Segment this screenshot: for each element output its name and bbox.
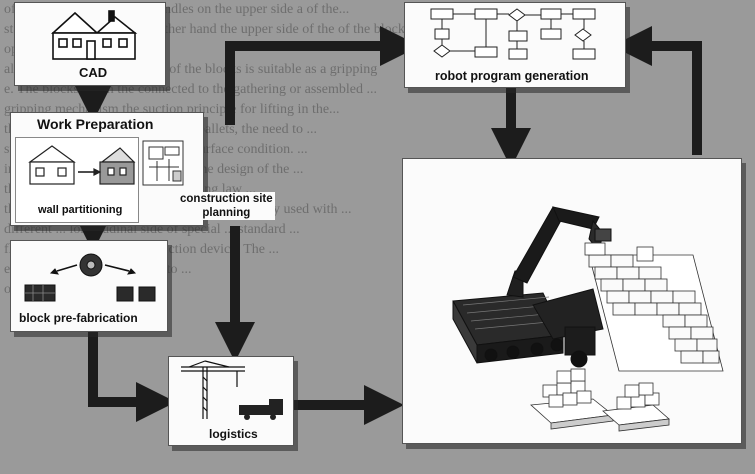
robot-program-generation-label: robot program generation	[435, 69, 589, 83]
cad-box: CAD	[14, 2, 166, 86]
block-prefabrication-box: block pre-fabrication	[10, 240, 168, 332]
logistics-label: logistics	[209, 427, 258, 441]
crane-truck-icon	[181, 360, 283, 420]
block-fabrication-icon	[24, 253, 156, 302]
logistics-box: logistics	[168, 356, 294, 446]
site-plan-icon	[142, 140, 184, 186]
arrow-workprep-to-robot	[225, 26, 420, 125]
robot-scene-illustration	[452, 206, 724, 432]
work-preparation-title: Work Preparation	[37, 116, 154, 132]
construction-site-planning-panel	[139, 137, 199, 221]
robot-program-generation-box: robot program generation	[404, 2, 626, 88]
block-prefabrication-label: block pre-fabrication	[19, 311, 138, 325]
house-icon	[50, 10, 138, 60]
cad-label: CAD	[79, 65, 108, 80]
arrow-scene-to-robot	[612, 26, 702, 155]
arrow-block-to-logistics	[88, 330, 176, 422]
robot-scene-box	[402, 158, 742, 444]
construction-site-planning-label: construction site planning	[178, 192, 275, 220]
work-preparation-box: Work Preparation wall partitioning	[10, 112, 204, 226]
flowchart-icon	[430, 8, 596, 60]
wall-partitioning-panel: wall partitioning	[15, 137, 139, 223]
wall-partitioning-label: wall partitioning	[38, 204, 123, 216]
wall-partitioning-icon	[28, 145, 136, 185]
